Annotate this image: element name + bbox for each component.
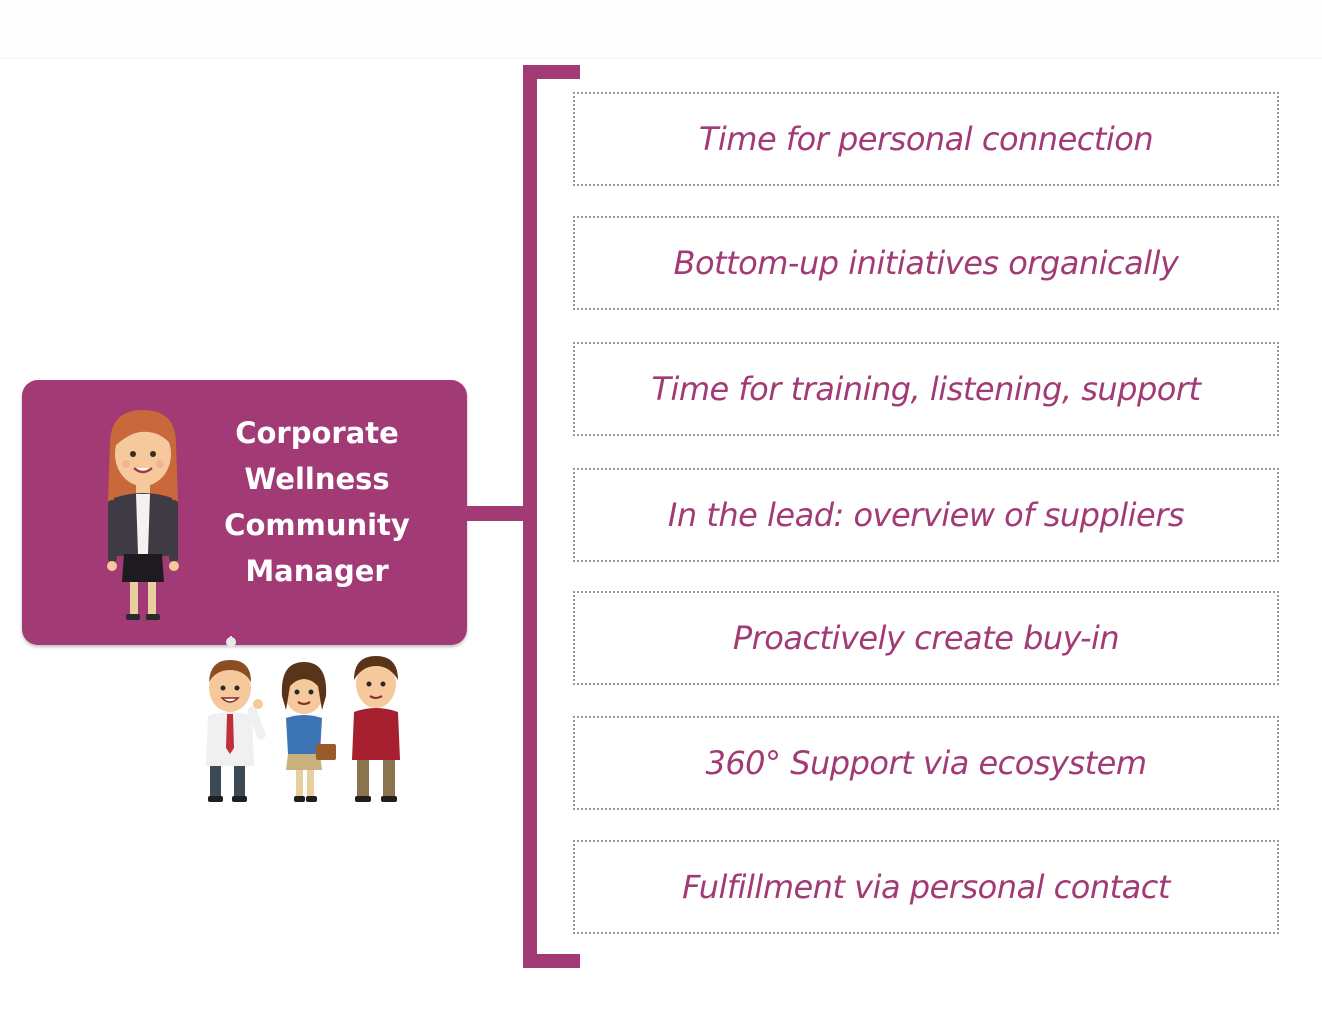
team-people-icon (206, 636, 400, 802)
item-label-7: Fulfillment via personal contact (682, 868, 1170, 906)
item-box-5: Proactively create buy-in (573, 591, 1279, 685)
item-label-5: Proactively create buy-in (732, 619, 1120, 657)
item-box-1: Time for personal connection (573, 92, 1279, 186)
role-title-line-4: Manager (245, 554, 389, 588)
item-box-3: Time for training, listening, support (573, 342, 1279, 436)
woman-with-bag-icon (281, 662, 336, 802)
item-box-7: Fulfillment via personal contact (573, 840, 1279, 934)
item-label-4: In the lead: overview of suppliers (667, 496, 1185, 534)
item-box-6: 360° Support via ecosystem (573, 716, 1279, 810)
man-red-sweater-icon (352, 656, 400, 802)
man-with-tie-icon (206, 660, 266, 802)
item-label-6: 360° Support via ecosystem (705, 744, 1147, 782)
connector-line (467, 506, 527, 521)
role-title: Corporate Wellness Community Manager (212, 410, 422, 594)
bracket-top-arm (523, 65, 580, 79)
role-title-line-1: Corporate (235, 416, 399, 450)
item-box-4: In the lead: overview of suppliers (573, 468, 1279, 562)
role-card: Corporate Wellness Community Manager (22, 380, 467, 645)
item-box-2: Bottom-up initiatives organically (573, 216, 1279, 310)
top-band (0, 0, 1322, 59)
role-title-line-2: Wellness (244, 462, 390, 496)
woman-avatar-icon (107, 410, 179, 620)
bracket-vertical (523, 65, 537, 968)
item-label-3: Time for training, listening, support (651, 370, 1201, 408)
bracket-bottom-arm (523, 954, 580, 968)
item-label-2: Bottom-up initiatives organically (673, 244, 1179, 282)
role-title-line-3: Community (224, 508, 410, 542)
item-label-1: Time for personal connection (698, 120, 1154, 158)
